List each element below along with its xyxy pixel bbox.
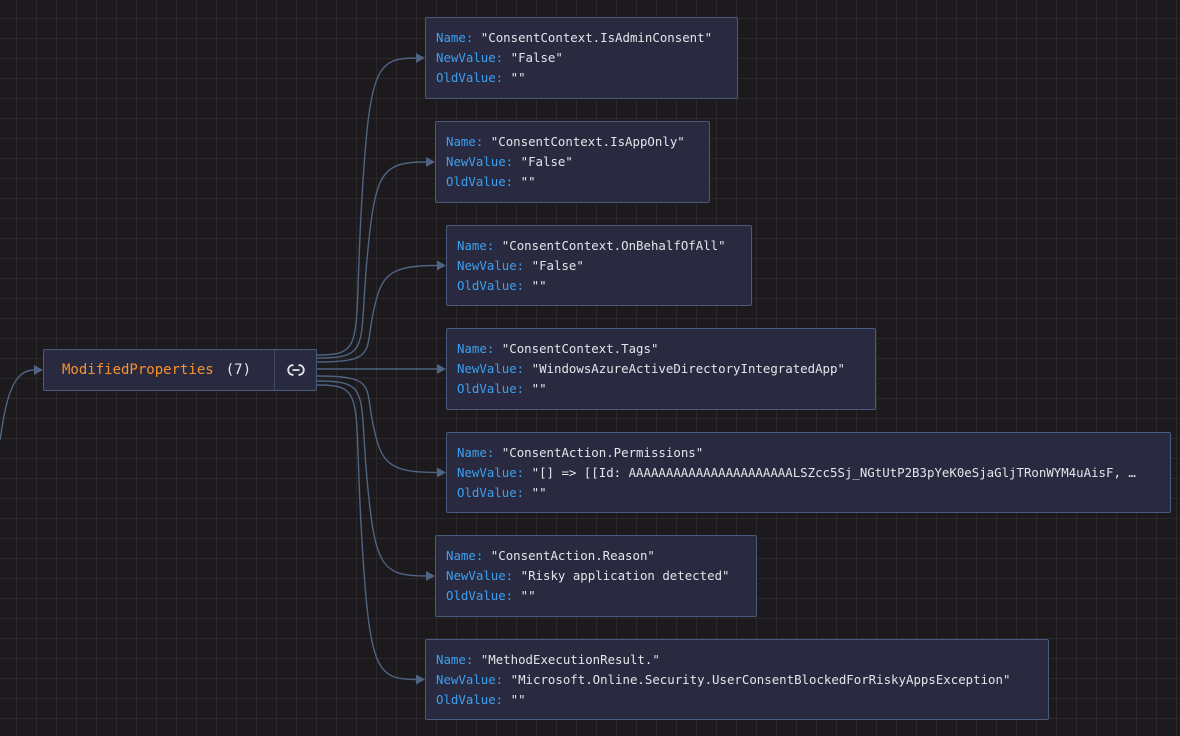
edge-to-property-6: [316, 380, 427, 577]
field-key: OldValue:: [457, 485, 525, 500]
field-value: "ConsentAction.Permissions": [501, 445, 704, 460]
field-value: "ConsentContext.Tags": [501, 341, 659, 356]
new-value-row: NewValue: "Risky application detected": [446, 566, 746, 586]
edge-to-property-1: [316, 57, 417, 356]
field-key: OldValue:: [457, 278, 525, 293]
old-value-row: OldValue: "": [436, 690, 1038, 710]
field-key: Name:: [446, 134, 484, 149]
field-key: OldValue:: [436, 692, 504, 707]
field-key: NewValue:: [436, 50, 504, 65]
field-value: "": [531, 381, 547, 396]
field-value: "": [510, 692, 526, 707]
modified-properties-node[interactable]: ModifiedProperties (7): [43, 349, 317, 391]
field-key: NewValue:: [436, 672, 504, 687]
incoming-edge-arrowhead: [34, 365, 43, 375]
new-value-row: NewValue: "False": [457, 256, 741, 276]
field-value: "[] => [[Id: AAAAAAAAAAAAAAAAAAAAAALSZcc…: [531, 465, 1136, 480]
edge-arrowhead: [416, 674, 425, 685]
field-key: NewValue:: [457, 361, 525, 376]
copy-link-button[interactable]: [274, 350, 316, 390]
old-value-row: OldValue: "": [457, 379, 865, 399]
field-key: OldValue:: [446, 588, 514, 603]
edge-arrowhead: [426, 157, 435, 167]
field-key: Name:: [436, 30, 474, 45]
property-node[interactable]: Name: "ConsentAction.Reason"NewValue: "R…: [435, 535, 757, 617]
field-key: OldValue:: [436, 70, 504, 85]
field-value: "ConsentAction.Reason": [490, 548, 655, 563]
field-key: Name:: [457, 341, 495, 356]
child-count: (7): [225, 362, 252, 378]
modified-properties-header[interactable]: ModifiedProperties (7): [44, 350, 274, 390]
edge-to-property-7: [316, 384, 417, 681]
new-value-row: NewValue: "Microsoft.Online.Security.Use…: [436, 670, 1038, 690]
link-icon: [286, 364, 305, 376]
field-value: "": [531, 485, 547, 500]
old-value-row: OldValue: "": [446, 172, 699, 192]
old-value-row: OldValue: "": [446, 586, 746, 606]
field-value: "MethodExecutionResult.": [480, 652, 660, 667]
field-value: "": [520, 174, 536, 189]
property-node[interactable]: Name: "MethodExecutionResult."NewValue: …: [425, 639, 1049, 720]
field-value: "False": [520, 154, 573, 169]
edge-arrowhead: [437, 467, 446, 478]
property-node[interactable]: Name: "ConsentContext.IsAdminConsent"New…: [425, 17, 738, 99]
field-key: NewValue:: [457, 258, 525, 273]
new-value-row: NewValue: "False": [446, 152, 699, 172]
field-value: "Risky application detected": [520, 568, 730, 583]
new-value-row: NewValue: "WindowsAzureActiveDirectoryIn…: [457, 359, 865, 379]
field-value: "ConsentContext.IsAdminConsent": [480, 30, 713, 45]
new-value-row: NewValue: "[] => [[Id: AAAAAAAAAAAAAAAAA…: [457, 463, 1160, 483]
property-node[interactable]: Name: "ConsentContext.Tags"NewValue: "Wi…: [446, 328, 876, 410]
field-key: Name:: [457, 445, 495, 460]
field-value: "False": [510, 50, 563, 65]
incoming-edge: [0, 369, 35, 441]
field-key: Name:: [457, 238, 495, 253]
field-value: "": [510, 70, 526, 85]
name-row: Name: "ConsentContext.OnBehalfOfAll": [457, 236, 741, 256]
name-row: Name: "ConsentAction.Permissions": [457, 443, 1160, 463]
old-value-row: OldValue: "": [436, 68, 727, 88]
field-value: "Microsoft.Online.Security.UserConsentBl…: [510, 672, 1011, 687]
node-label: ModifiedProperties: [62, 362, 214, 378]
field-key: NewValue:: [457, 465, 525, 480]
edge-to-property-2: [316, 161, 427, 359]
new-value-row: NewValue: "False": [436, 48, 727, 68]
name-row: Name: "ConsentContext.IsAdminConsent": [436, 28, 727, 48]
property-node[interactable]: Name: "ConsentAction.Permissions"NewValu…: [446, 432, 1171, 513]
edge-arrowhead: [437, 364, 446, 374]
field-key: NewValue:: [446, 154, 514, 169]
field-value: "WindowsAzureActiveDirectoryIntegratedAp…: [531, 361, 845, 376]
property-node[interactable]: Name: "ConsentContext.IsAppOnly"NewValue…: [435, 121, 710, 203]
edge-arrowhead: [426, 571, 435, 581]
edge-to-property-5: [316, 375, 438, 474]
field-key: OldValue:: [446, 174, 514, 189]
property-node[interactable]: Name: "ConsentContext.OnBehalfOfAll"NewV…: [446, 225, 752, 306]
name-row: Name: "MethodExecutionResult.": [436, 650, 1038, 670]
old-value-row: OldValue: "": [457, 276, 741, 296]
name-row: Name: "ConsentContext.IsAppOnly": [446, 132, 699, 152]
field-key: NewValue:: [446, 568, 514, 583]
field-key: OldValue:: [457, 381, 525, 396]
old-value-row: OldValue: "": [457, 483, 1160, 503]
field-key: Name:: [446, 548, 484, 563]
edge-arrowhead: [416, 53, 425, 63]
edge-arrowhead: [437, 260, 446, 271]
field-key: Name:: [436, 652, 474, 667]
field-value: "": [531, 278, 547, 293]
name-row: Name: "ConsentAction.Reason": [446, 546, 746, 566]
field-value: "False": [531, 258, 584, 273]
edge-to-property-3: [316, 264, 438, 363]
field-value: "ConsentContext.IsAppOnly": [490, 134, 685, 149]
field-value: "": [520, 588, 536, 603]
field-value: "ConsentContext.OnBehalfOfAll": [501, 238, 726, 253]
name-row: Name: "ConsentContext.Tags": [457, 339, 865, 359]
